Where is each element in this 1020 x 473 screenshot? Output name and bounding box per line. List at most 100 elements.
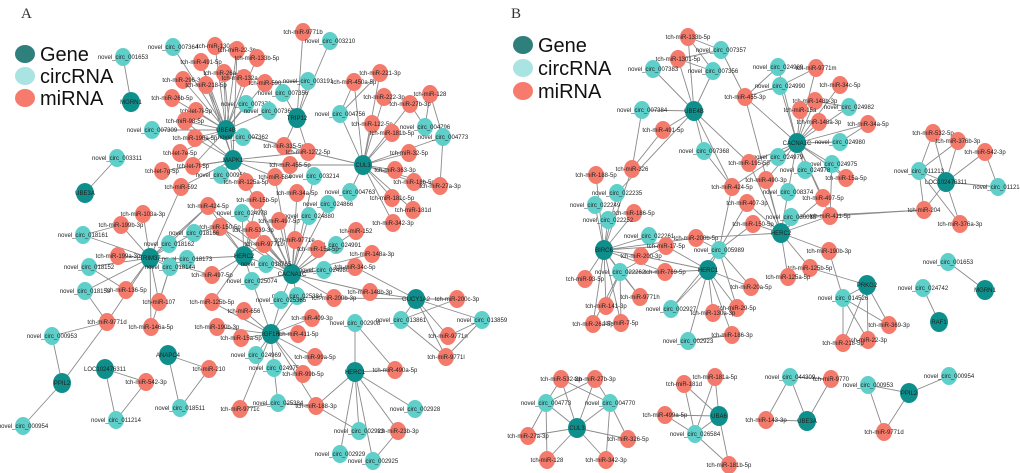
gene-node[interactable]: CACNA1C [783,133,812,153]
mirna-node[interactable]: tch-miR-199a-3p [96,247,141,265]
mirna-node[interactable]: tch-miR-407-3p [726,194,768,212]
gene-node[interactable]: UBE4B [684,101,704,121]
mirna-node[interactable]: tch-miR-186-3p [711,326,753,344]
mirna-node[interactable]: tch-miR-34a-5p [847,115,889,133]
circrna-node[interactable]: novel_circ_007383 [628,60,679,78]
mirna-node[interactable]: tch-miR-128 [414,85,447,103]
mirna-node[interactable]: tch-miR-222-3p [363,88,405,106]
circrna-node[interactable]: novel_circ_024990 [755,77,806,95]
circrna-node[interactable]: novel_circ_003210 [305,32,356,50]
circrna-node[interactable]: novel_circ_000953 [843,376,894,394]
circrna-node[interactable]: novel_circ_011214 [973,178,1020,196]
circrna-node[interactable]: novel_circ_024982 [824,98,875,116]
gene-node[interactable]: UBE3A [75,183,95,203]
circrna-node[interactable]: novel_circ_002923 [663,332,714,350]
gene-node[interactable]: TRIP12 [287,108,308,128]
mirna-node[interactable]: tch-miR-26a-5p [572,315,614,333]
mirna-node[interactable]: tch-miR-326-5p [607,430,649,448]
gene-node[interactable]: RAF1 [930,312,948,332]
mirna-node[interactable]: tch-miR-9771m [795,59,837,77]
circrna-node[interactable]: novel_circ_007367 [244,102,295,120]
mirna-node[interactable]: tch-miR-15a-5p [297,240,339,258]
circrna-node[interactable]: novel_circ_004770 [585,394,636,412]
mirna-node[interactable]: tch-miR-218-5p [185,76,227,94]
mirna-node[interactable]: tch-miR-15a [784,101,817,119]
mirna-node[interactable]: tch-miR-26b-5p [151,89,193,107]
mirna-node[interactable]: tch-miR-93-5p [566,270,605,288]
mirna-node[interactable]: tch-miR-491-5p [180,53,222,71]
circrna-node[interactable]: novel_circ_007370 [221,95,272,113]
circrna-node[interactable]: novel_circ_001653 [923,253,974,271]
mirna-node[interactable]: tch-miR-199b-3p [99,216,144,234]
mirna-node[interactable]: tch-miR-369-3p [868,316,910,334]
mirna-node[interactable]: tch-miR-181b-5p [707,456,752,473]
mirna-node[interactable]: tch-miR-27b-3p [574,370,616,388]
circrna-node[interactable]: novel_circ_004773 [418,128,469,146]
mirna-node[interactable]: tch-let-7e-5p [163,144,198,162]
gene-node[interactable]: UBA6 [710,406,728,426]
circrna-node[interactable]: novel_circ_007384 [617,101,668,119]
circrna-node[interactable]: novel_circ_024978 [780,161,831,179]
mirna-node[interactable]: tch-miR-148b-3p [793,92,838,110]
circrna-node[interactable]: novel_circ_002928 [390,400,441,418]
mirna-node[interactable]: tch-miR-9771l [427,348,465,366]
mirna-node[interactable]: tch-miR-296-3p [162,71,204,89]
mirna-node[interactable]: tch-miR-27a-3p [419,177,461,195]
mirna-node[interactable]: tch-miR-584 [259,168,292,186]
mirna-node[interactable]: tch-miR-342-3p [585,451,627,469]
mirna-node[interactable]: tch-let-7f-5p [177,157,210,175]
circrna-node[interactable]: novel_circ_022235 [592,184,643,202]
mirna-node[interactable]: tch-miR-181a-5p [693,368,738,386]
mirna-node[interactable]: tch-miR-141-3p [585,297,627,315]
mirna-node[interactable]: tch-miR-107 [143,293,176,311]
mirna-node[interactable]: tch-miR-363-3p [374,161,416,179]
circrna-node[interactable]: novel_circ_003214 [289,167,340,185]
mirna-node[interactable]: tch-miR-136-5p [105,281,147,299]
mirna-node[interactable]: tch-miR-150-5p [732,215,774,233]
mirna-node[interactable]: tch-miR-103a-3p [121,205,166,223]
mirna-node[interactable]: tch-miR-99a-5p [294,348,336,366]
mirna-node[interactable]: tch-miR-15a-5p [825,169,867,187]
mirna-node[interactable]: tch-miR-200c-3p [435,290,480,308]
circrna-node[interactable]: novel_circ_018161 [58,226,109,244]
circrna-node[interactable]: novel_circ_003191 [283,72,334,90]
circrna-node[interactable]: novel_circ_024742 [898,279,949,297]
mirna-node[interactable]: tch-miR-148b-3p [348,283,393,301]
circrna-node[interactable]: novel_circ_002929 [315,445,366,463]
mirna-node[interactable]: tch-miR-188-3p [295,397,337,415]
mirna-node[interactable]: tch-miR-27b-3p [389,95,431,113]
mirna-node[interactable]: tch-miR-195-5p [728,154,770,172]
circrna-node[interactable]: novel_circ_025385 [256,291,307,309]
circrna-node[interactable]: novel_circ_018144 [145,258,196,276]
mirna-node[interactable]: tch-miR-150-5p [199,218,241,236]
circrna-node[interactable]: novel_circ_044309 [765,368,816,386]
mirna-node[interactable]: tch-miR-200b-5p [674,229,719,247]
circrna-node[interactable]: novel_circ_024969 [231,346,282,364]
mirna-node[interactable]: tch-miR-27a-3p [507,427,549,445]
mirna-node[interactable]: tch-miR-409-3p [291,309,333,327]
mirna-node[interactable]: tch-miR-186-5p [613,204,655,222]
mirna-node[interactable]: tch-miR-376b-3p [936,132,981,150]
gene-node[interactable]: IGF1R [262,324,281,344]
mirna-node[interactable]: tch-miR-1301 [197,37,234,55]
circrna-node[interactable]: novel_circ_000953 [196,166,247,184]
mirna-node[interactable]: tch-miR-497-5p [802,189,844,207]
mirna-node[interactable]: tch-miR-497-5p [258,212,300,230]
circrna-node[interactable]: novel_circ_000954 [0,417,49,435]
circrna-node[interactable]: novel_circ_022262 [595,263,646,281]
mirna-node[interactable]: tch-miR-152 [340,222,373,240]
mirna-node[interactable]: tch-miR-125a-5p [224,173,269,191]
mirna-node[interactable]: tch-miR-15b-5p [236,191,278,209]
mirna-node[interactable]: tch-miR-29-5p [718,299,757,317]
circrna-node[interactable]: novel_circ_007356 [688,62,739,80]
circrna-node[interactable]: novel_circ_008374 [763,183,814,201]
mirna-node[interactable]: tch-let-7g-5p [145,162,180,180]
mirna-node[interactable]: tch-miR-1301-5p [656,50,701,68]
gene-node[interactable]: TRIM37 [139,248,161,268]
circrna-node[interactable]: novel_circ_007362 [218,128,269,146]
mirna-node[interactable]: tch-miR-769-5p [644,263,686,281]
circrna-node[interactable]: novel_circ_011214 [91,411,142,429]
mirna-node[interactable]: tch-miR-455-3p [724,88,766,106]
circrna-node[interactable]: novel_circ_005989 [694,241,745,259]
circrna-node[interactable]: novel_circ_022249 [570,196,621,214]
